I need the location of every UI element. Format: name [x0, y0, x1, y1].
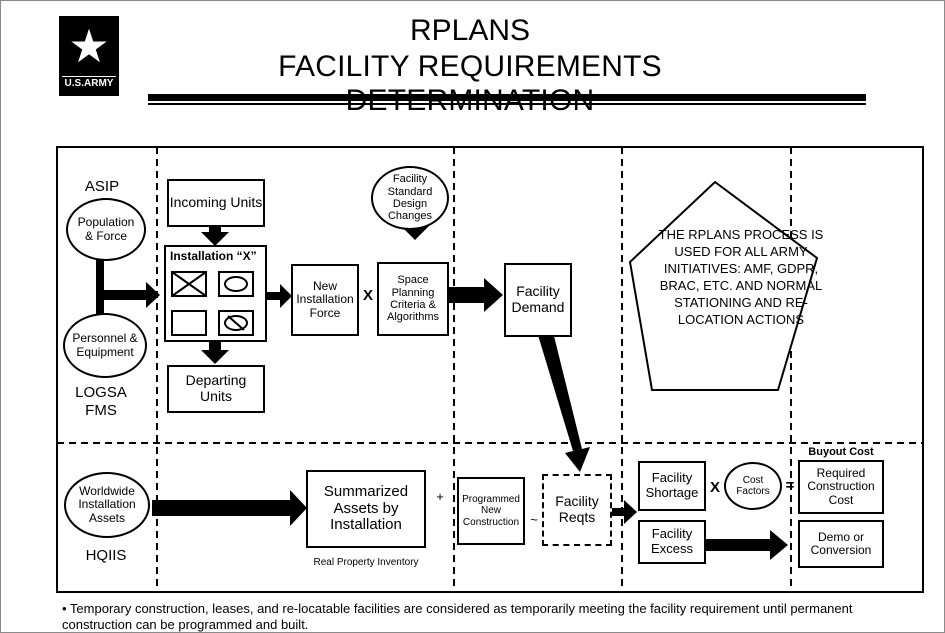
diagram-border [56, 146, 924, 593]
facility-standard-design-label: Facility Standard Design Changes [387, 173, 433, 223]
facility-shortage-label: Facility Shortage [645, 470, 699, 500]
plus-symbol: + [436, 489, 444, 504]
arrow-design-down [401, 220, 429, 240]
connector-vertical [96, 255, 104, 315]
facility-reqts-box: Facility Reqts [542, 474, 612, 546]
personnel-equipment-label: Personnel & Equipment [72, 331, 138, 359]
footer-note: • Temporary construction, leases, and re… [62, 601, 853, 632]
arrow-to-summarized [152, 490, 307, 526]
incoming-units-label: Incoming Units [169, 194, 263, 211]
us-army-logo: ★ U.S.ARMY [59, 16, 119, 96]
summarized-assets-box: Summarized Assets by Installation [306, 470, 426, 548]
departing-units-box: Departing Units [167, 365, 265, 413]
space-planning-box: Space Planning Criteria & Algorithms [377, 262, 449, 336]
installation-cell-3 [171, 310, 207, 336]
fms-label: FMS [85, 402, 117, 419]
new-installation-force-box: New Installation Force [291, 264, 359, 336]
cost-factors-oval: Cost Factors [724, 462, 782, 510]
tilde-symbol: ~ [530, 512, 538, 527]
facility-demand-label: Facility Demand [511, 283, 565, 315]
page-title-line1: RPLANS [409, 14, 531, 47]
process-pentagon [628, 180, 819, 391]
multiply-symbol-1: X [362, 287, 373, 304]
cost-factors-label: Cost Factors [736, 474, 770, 497]
arrow-incoming-down [201, 226, 229, 246]
multiply-symbol-2: X [709, 479, 720, 496]
facility-reqts-label: Facility Reqts [555, 493, 599, 525]
space-planning-label: Space Planning Criteria & Algorithms [387, 274, 439, 324]
hqiis-label: HQIIS [85, 547, 127, 564]
programmed-construction-label: Programmed New Construction [462, 494, 520, 528]
arrow-departing-down [201, 341, 229, 364]
asip-label: ASIP [84, 178, 120, 195]
arrow-to-new-force [265, 284, 292, 308]
departing-units-label: Departing Units [185, 372, 247, 404]
facility-standard-design-oval: Facility Standard Design Changes [371, 166, 449, 230]
population-force-label: Population & Force [77, 215, 135, 243]
title-rule [148, 94, 866, 101]
summarized-assets-label: Summarized Assets by Installation [323, 482, 409, 534]
logo-text: U.S.ARMY [64, 78, 114, 89]
arrow-to-demo [704, 530, 788, 560]
facility-shortage-box: Facility Shortage [638, 461, 706, 511]
worldwide-assets-oval: Worldwide Installation Assets [64, 472, 150, 538]
logo-divider [62, 76, 116, 77]
facility-excess-box: Facility Excess [638, 520, 706, 564]
population-force-oval: Population & Force [66, 198, 146, 261]
arrow-to-demand [449, 278, 503, 312]
required-construction-cost-box: Required Construction Cost [798, 460, 884, 514]
logsa-label: LOGSA [75, 384, 127, 401]
pentagon-text: THE RPLANS PROCESS IS USED FOR ALL ARMY … [658, 227, 824, 327]
real-property-inventory-label: Real Property Inventory [313, 557, 419, 568]
facility-excess-label: Facility Excess [651, 526, 693, 556]
facility-demand-box: Facility Demand [504, 263, 572, 337]
arrow-to-installation [104, 282, 160, 308]
equals-symbol: = [785, 477, 795, 494]
incoming-units-box: Incoming Units [167, 179, 265, 227]
worldwide-assets-label: Worldwide Installation Assets [78, 483, 136, 525]
required-construction-cost-label: Required Construction Cost [807, 465, 875, 507]
installation-box [164, 245, 267, 342]
arrow-diagonal [538, 332, 590, 472]
installation-x-label: Installation “X” [170, 249, 257, 263]
demo-conversion-box: Demo or Conversion [798, 520, 884, 568]
personnel-equipment-oval: Personnel & Equipment [63, 313, 147, 378]
arrow-to-shortage [612, 500, 637, 524]
new-installation-force-label: New Installation Force [296, 278, 354, 320]
star-icon: ★ [68, 20, 110, 72]
buyout-cost-label: Buyout Cost [808, 446, 874, 458]
demo-conversion-label: Demo or Conversion [810, 529, 872, 557]
title-rule-thin [148, 103, 866, 105]
programmed-construction-box: Programmed New Construction [457, 477, 525, 545]
